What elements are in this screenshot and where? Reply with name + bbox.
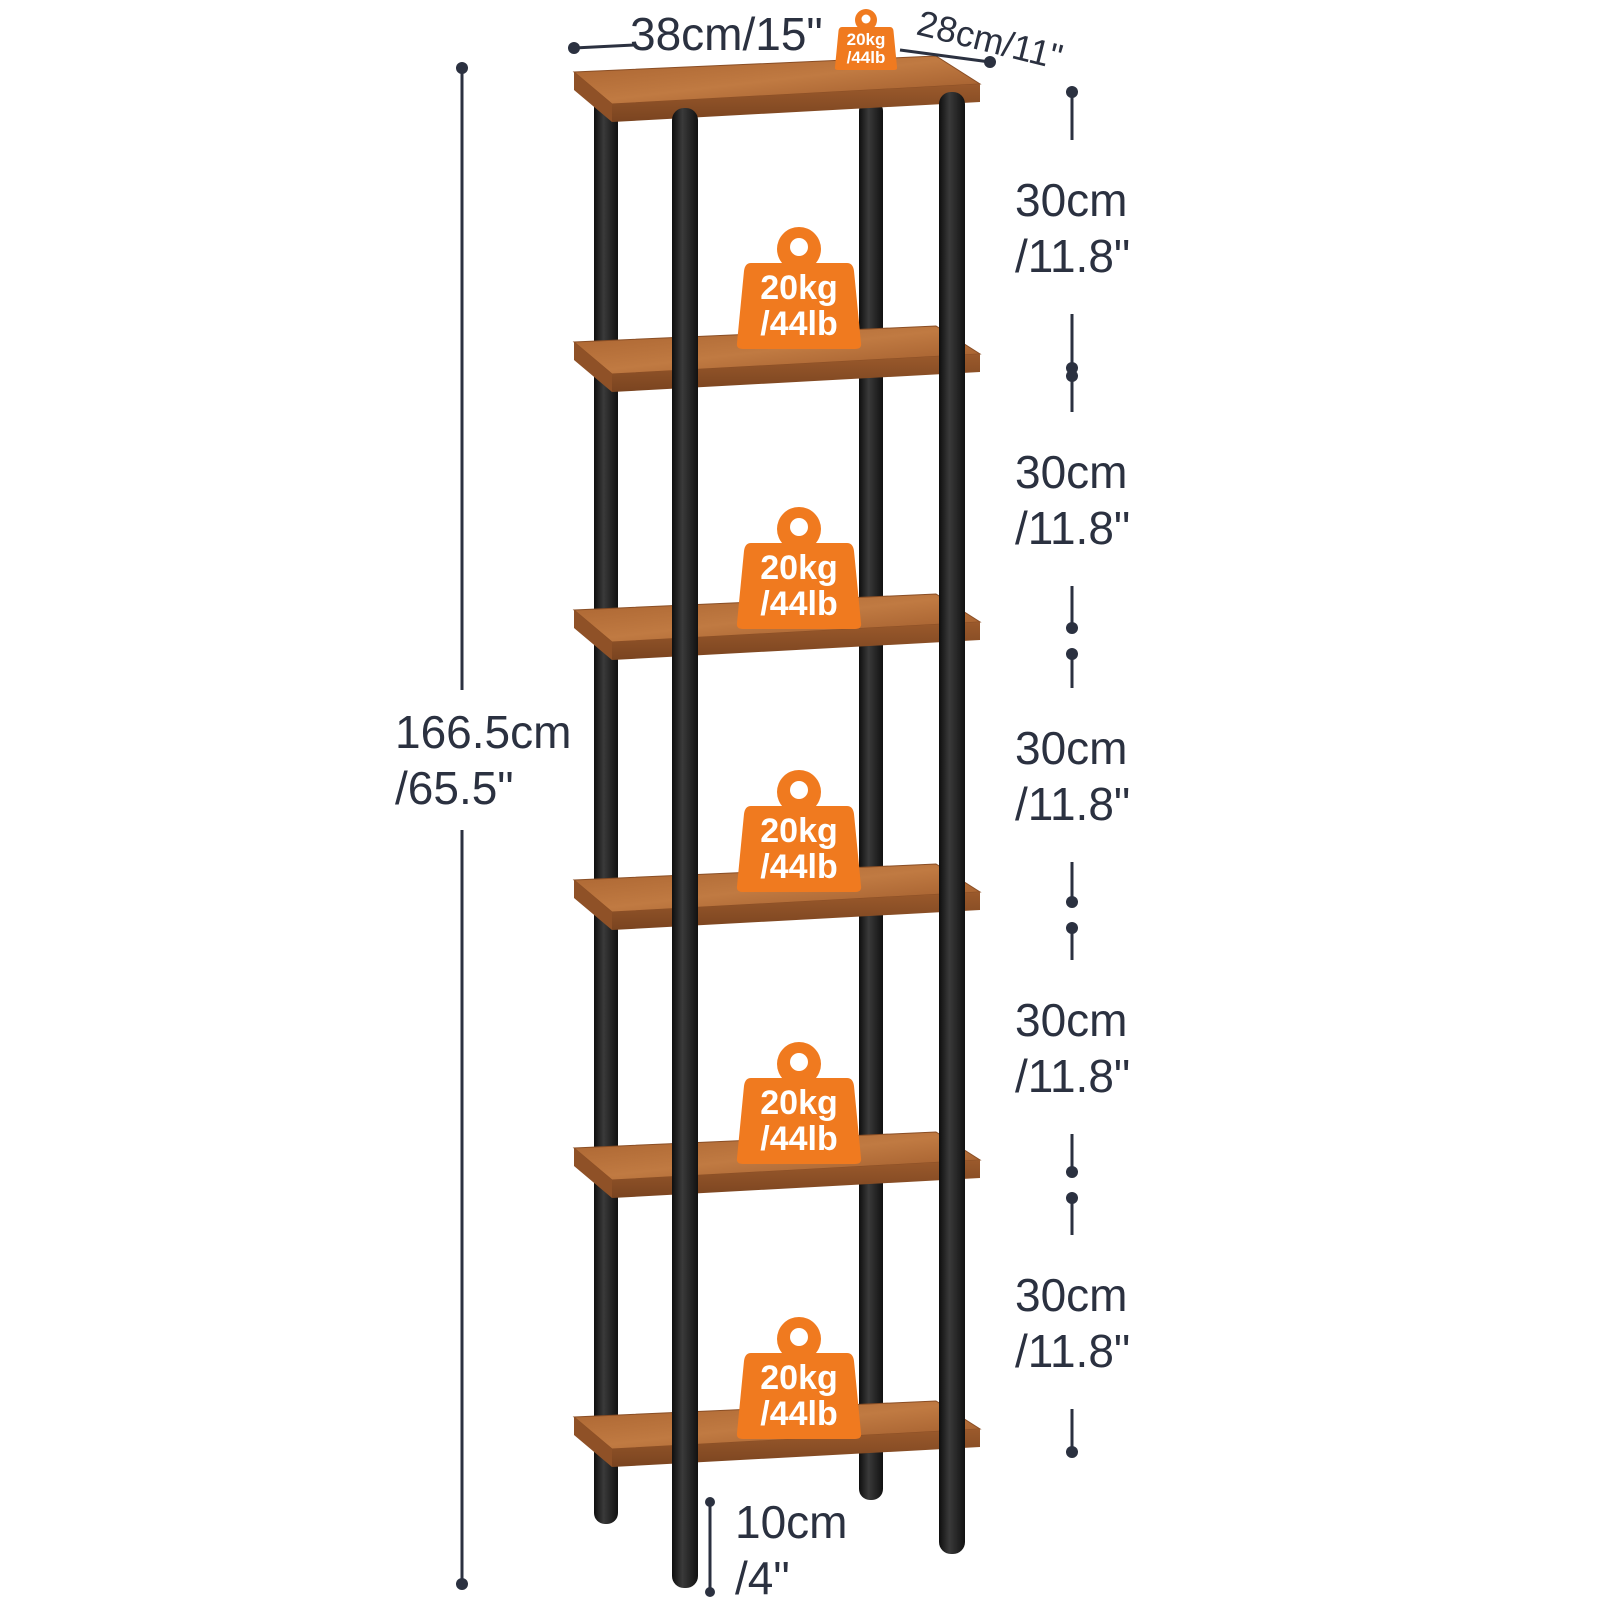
kettlebell-weight-icon [736,1317,862,1439]
shelf-front-edge [612,354,980,392]
tier-gap-endpoint-top [1066,370,1078,382]
width-dimension-label: 38cm/15" [630,8,823,60]
tier-gap-dimension-1: 30cm/11.8" [1015,86,1130,374]
tier-gap-endpoint-top [1066,648,1078,660]
tier-gap-label-imperial: /11.8" [1015,778,1130,830]
tier-gap-dimensions: 30cm/11.8"30cm/11.8"30cm/11.8"30cm/11.8"… [1015,86,1130,1458]
tier-gap-label-metric: 30cm [1015,1269,1127,1321]
kettlebell-weight-icon [736,507,862,629]
shelf-side-edge [574,342,612,392]
depth-dimension-line [899,48,991,64]
tier-gap-label-metric: 30cm [1015,994,1127,1046]
weight-badge-metric: 20kg [760,1359,838,1397]
kettlebell-weight-icon [736,1042,862,1164]
kettlebell-weight-icon [736,227,862,349]
tier-gap-label-imperial: /11.8" [1015,230,1130,282]
leg-clearance-label-imperial: /4" [735,1552,790,1600]
shelf-front-edge [612,892,980,930]
back-left-leg [594,88,618,1524]
tier-gap-endpoint-top [1066,1192,1078,1204]
weight-badge-shelf-2: 20kg/44lb [736,227,862,349]
weight-badge-shelf-5: 20kg/44lb [736,1042,862,1164]
shelf-front-edge [612,622,980,660]
weight-badge-metric: 20kg [760,1084,838,1122]
shelf-side-edge [574,610,612,660]
tier-gap-label-imperial: /11.8" [1015,1050,1130,1102]
front-left-leg [672,108,698,1588]
tier-gap-dimension-3: 30cm/11.8" [1015,648,1130,908]
tier-gap-label-metric: 30cm [1015,446,1127,498]
weight-badge-imperial: /44lb [760,848,837,886]
weight-badge-imperial: /44lb [847,48,886,67]
kettlebell-weight-icon [736,770,862,892]
weight-badge-shelf-6: 20kg/44lb [736,1317,862,1439]
leg-clearance-endpoint-top [705,1497,715,1507]
weight-badge-metric: 20kg [760,269,838,307]
tier-gap-dimension-2: 30cm/11.8" [1015,370,1130,634]
total-height-endpoint-top [456,62,468,74]
shelf-side-edge [574,1417,612,1467]
weight-badge-shelf-4: 20kg/44lb [736,770,862,892]
tier-gap-endpoint-bottom [1066,622,1078,634]
shelf-front-edge [612,1429,980,1467]
tier-gap-endpoint-bottom [1066,896,1078,908]
total-height-label-metric: 166.5cm [395,706,571,758]
tier-gap-label-imperial: /11.8" [1015,502,1130,554]
tier-gap-dimension-4: 30cm/11.8" [1015,922,1130,1178]
tier-gap-label-imperial: /11.8" [1015,1325,1130,1377]
tier-gap-endpoint-bottom [1066,1446,1078,1458]
shelf-board-1 [572,55,982,122]
weight-badge-imperial: /44lb [760,1395,837,1433]
tier-gap-label-metric: 30cm [1015,174,1127,226]
weight-badge-shelf-1: 20kg/44lb [834,9,898,70]
shelf-side-edge [574,880,612,930]
width-dimension-line [573,43,635,50]
tier-gap-label-metric: 30cm [1015,722,1127,774]
back-right-leg [859,100,883,1500]
shelf-side-edge [574,72,612,122]
shelf-front-edge [612,84,980,122]
weight-badge-metric: 20kg [760,812,838,850]
weight-badge-imperial: /44lb [760,585,837,623]
front-right-leg [939,92,965,1554]
weight-badge-metric: 20kg [847,30,886,49]
width-dimension: 38cm/15" [568,8,823,60]
total-height-endpoint-bottom [456,1578,468,1590]
weight-badge-imperial: /44lb [760,1120,837,1158]
weight-badge-metric: 20kg [760,549,838,587]
leg-clearance-endpoint-bottom [705,1587,715,1597]
weight-badge-shelf-3: 20kg/44lb [736,507,862,629]
width-dimension-endpoint [568,42,580,54]
tier-gap-endpoint-bottom [1066,1166,1078,1178]
total-height-label-imperial: /65.5" [395,762,514,814]
leg-clearance-label-metric: 10cm [735,1496,847,1548]
tier-gap-endpoint-top [1066,86,1078,98]
weight-badges: 20kg/44lb20kg/44lb20kg/44lb20kg/44lb20kg… [736,9,898,1439]
shelf-front-edge [612,1160,980,1198]
front-legs [672,92,965,1588]
kettlebell-weight-icon [834,9,898,70]
leg-clearance-dimension: 10cm /4" [705,1496,847,1600]
total-height-dimension: 166.5cm /65.5" [395,62,571,1590]
tier-gap-endpoint-top [1066,922,1078,934]
tier-gap-dimension-5: 30cm/11.8" [1015,1192,1130,1458]
weight-badge-imperial: /44lb [760,305,837,343]
shelf-side-edge [574,1148,612,1198]
depth-dimension-endpoint [984,56,996,68]
